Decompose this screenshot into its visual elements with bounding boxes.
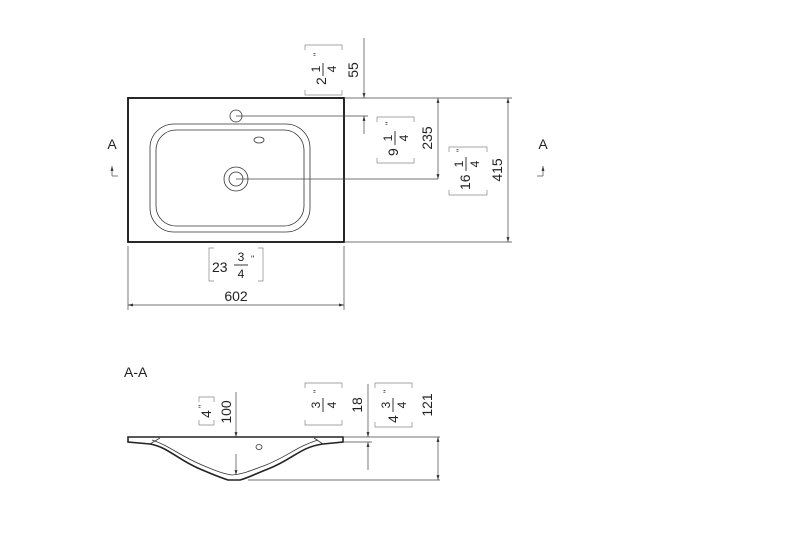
rim-in-bracket-bottom — [304, 420, 343, 426]
depth-mm-label: 415 — [489, 158, 505, 182]
bowl-in-bracket-bottom — [376, 158, 415, 164]
section-title: A-A — [124, 364, 148, 380]
tap-in-denominator: 4 — [325, 65, 339, 72]
depth-in-bracket-top — [448, 146, 488, 152]
bowl-depth-mm-label: 100 — [218, 400, 234, 424]
section-view: A-A 100 4 " 18 3 4 " 121 4 3 — [124, 364, 440, 481]
section-rim-right — [313, 437, 324, 445]
width-in-denominator: 4 — [238, 267, 245, 281]
depth-in-whole: 16 — [457, 174, 473, 190]
bowl-depth-in-bracket-top — [198, 396, 215, 402]
bowl-in-denominator: 4 — [397, 134, 411, 141]
width-in-numerator: 3 — [238, 250, 245, 264]
total-height-in-whole: 4 — [385, 415, 401, 423]
section-profile-outer — [127, 436, 344, 481]
total-height-in-mark: " — [382, 390, 392, 393]
bowl-in-numerator: 1 — [381, 134, 395, 141]
rim-in-mark: " — [312, 390, 322, 393]
tap-in-mark: " — [312, 53, 322, 56]
section-label-left: A — [107, 136, 117, 152]
section-rim-left — [149, 437, 161, 445]
depth-in-bracket-bottom — [448, 190, 488, 196]
overflow-hole — [253, 136, 265, 144]
width-in-bracket-left — [208, 247, 214, 282]
width-mm-label: 602 — [224, 288, 248, 304]
tap-mm-label: 55 — [345, 62, 361, 78]
bowl-depth-in-mark: " — [197, 405, 207, 408]
depth-in-mark: " — [455, 149, 465, 152]
width-in-mark: " — [251, 254, 254, 264]
width-in-bracket-right — [258, 247, 264, 282]
tap-in-bracket-top — [304, 44, 343, 50]
total-height-mm-label: 121 — [419, 393, 435, 417]
rim-mm-label: 18 — [349, 397, 365, 413]
depth-in-numerator: 1 — [452, 160, 466, 167]
bowl-outer-contour — [149, 123, 311, 233]
basin-outline — [127, 97, 345, 243]
section-label-right: A — [538, 136, 548, 152]
rim-in-denominator: 4 — [325, 401, 339, 408]
total-height-in-denominator: 4 — [395, 401, 409, 408]
width-in-whole: 23 — [212, 259, 228, 275]
tap-in-bracket-bottom — [304, 90, 343, 96]
total-height-in-bracket-top — [374, 382, 413, 388]
bowl-depth-in-bracket-bottom — [198, 420, 215, 426]
rim-in-bracket-top — [304, 382, 343, 388]
bowl-inner-contour — [155, 129, 305, 227]
bowl-in-bracket-top — [376, 116, 415, 122]
bowl-in-mark: " — [384, 122, 394, 125]
total-height-in-numerator: 3 — [379, 401, 393, 408]
bowl-mm-label: 235 — [419, 126, 435, 150]
bowl-in-whole: 9 — [385, 148, 401, 156]
top-view: 602 23 3 4 " A A 55 2 1 4 " 235 9 1 4 — [107, 38, 548, 310]
total-height-in-bracket-bottom — [374, 422, 413, 428]
section-overflow-hole — [255, 444, 263, 450]
tap-in-whole: 2 — [313, 77, 329, 85]
bowl-depth-in-label: 4 — [198, 410, 214, 418]
rim-in-numerator: 3 — [309, 401, 323, 408]
section-profile-inner — [151, 439, 319, 476]
depth-in-denominator: 4 — [468, 160, 482, 167]
tap-in-numerator: 1 — [309, 65, 323, 72]
